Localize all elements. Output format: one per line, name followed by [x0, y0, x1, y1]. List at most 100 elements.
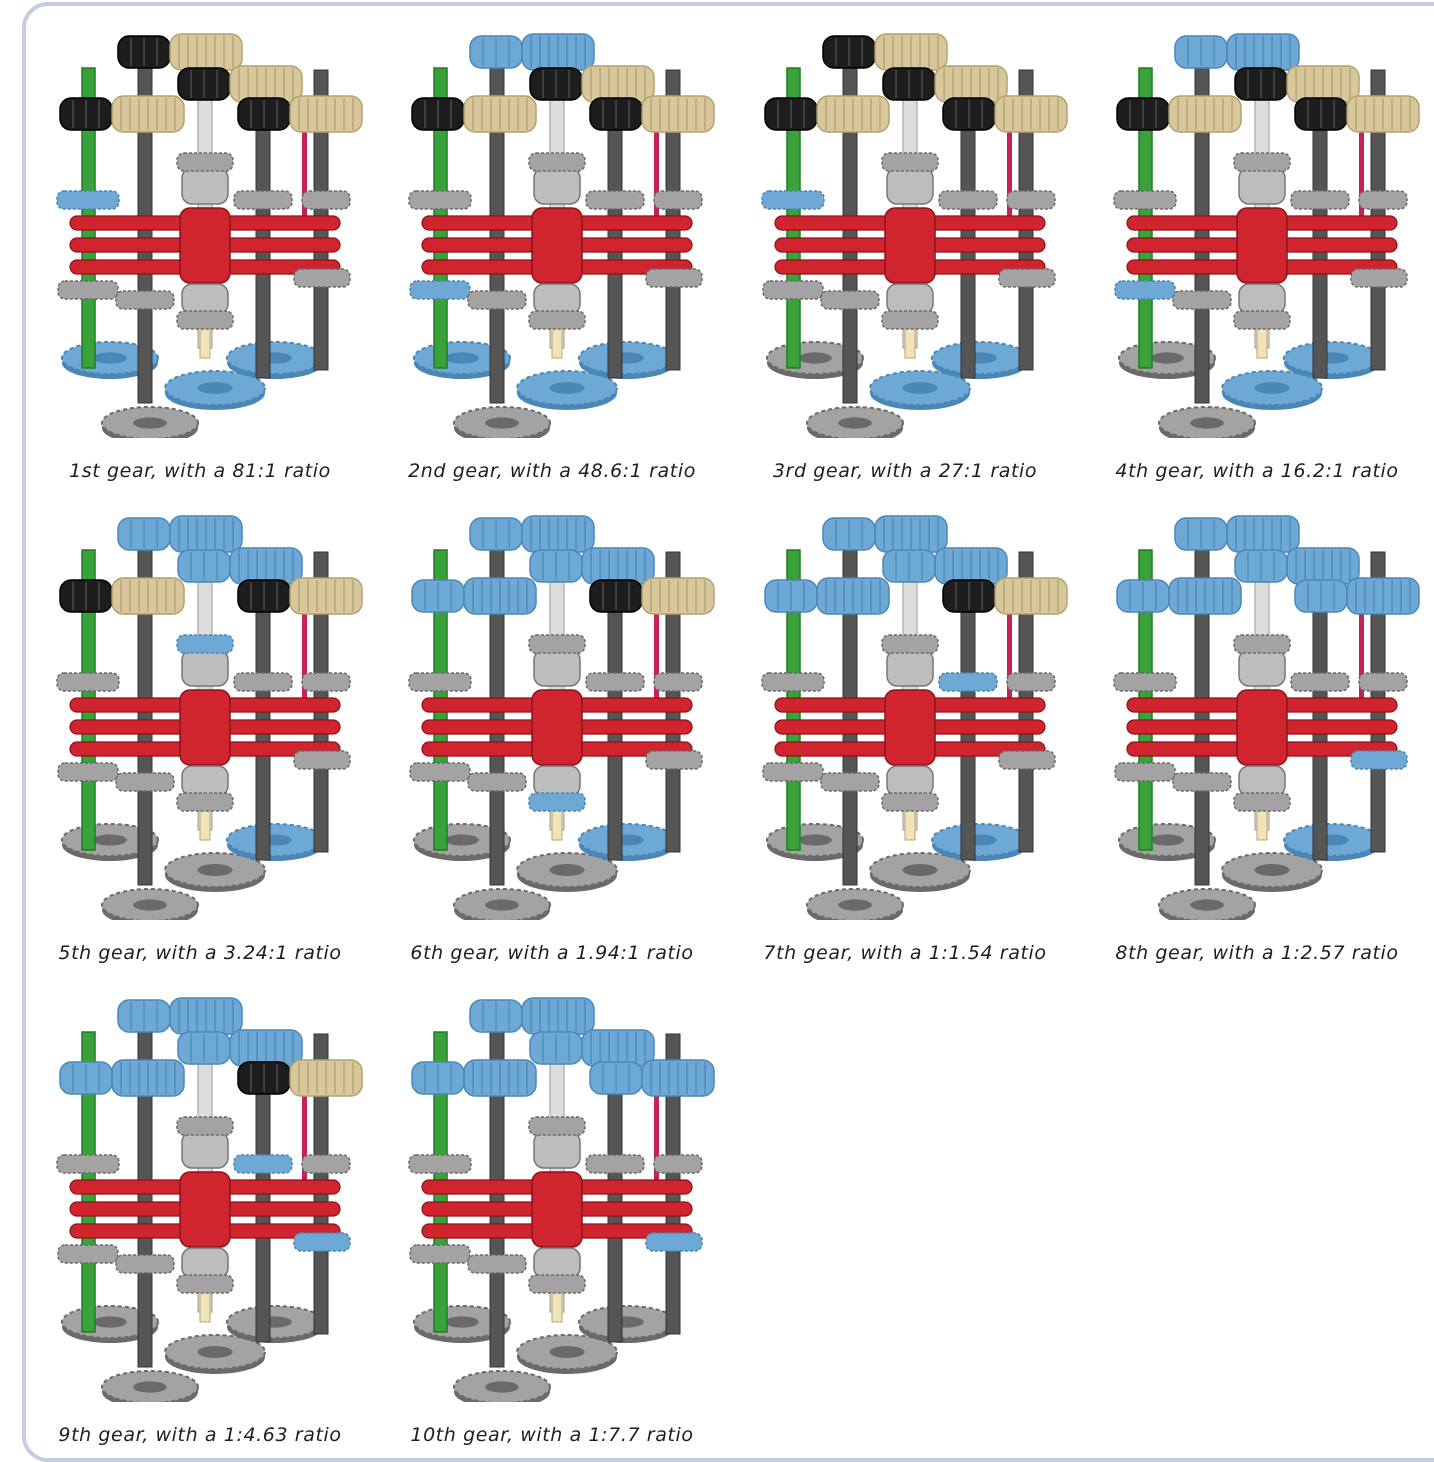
- gear-diagram-2: 2nd gear, with a 48.6:1 ratio: [382, 28, 722, 498]
- mid-gear-1: [1113, 190, 1177, 210]
- low-gear-2: [881, 310, 939, 330]
- low-gear-2: [528, 792, 586, 812]
- center-hub-lower: [181, 283, 229, 315]
- bottom-gear-2: [164, 1334, 266, 1374]
- bottom-gear-3: [578, 341, 676, 379]
- mid-gear-2: [528, 634, 586, 654]
- gearbox-illustration: [761, 515, 1068, 920]
- top-gear-pair-2: [1234, 65, 1360, 103]
- mid-gear-4: [1006, 190, 1056, 210]
- gear-diagram-7: 7th gear, with a 1:1.54 ratio: [735, 510, 1075, 980]
- center-bushing: [199, 809, 211, 841]
- gear-diagram-9: 9th gear, with a 1:4.63 ratio: [30, 992, 370, 1462]
- mid-gear-3: [233, 1154, 293, 1174]
- top-gear-pair-1: [1174, 515, 1300, 553]
- low-gear-3: [1350, 268, 1408, 288]
- mid-gear-4: [653, 190, 703, 210]
- gearbox-illustration: [56, 515, 363, 920]
- low-gear-1: [1114, 280, 1176, 300]
- mid-gear-2: [528, 1116, 586, 1136]
- low-gear-3: [293, 268, 351, 288]
- bottom-gear-3: [226, 1305, 324, 1343]
- top-gear-pair-4: [1294, 577, 1420, 615]
- bottom-gear-2: [1221, 852, 1323, 892]
- low-gear-2: [176, 310, 234, 330]
- gear-diagram-1: 1st gear, with a 81:1 ratio: [30, 28, 370, 498]
- center-hub-lower: [886, 765, 934, 797]
- mid-gear-3: [233, 190, 293, 210]
- bottom-gear-3: [1283, 341, 1381, 379]
- top-gear-pair-3: [59, 95, 185, 133]
- mid-gear-1: [408, 190, 472, 210]
- mid-gear-1: [761, 190, 825, 210]
- top-gear-pair-2: [177, 547, 303, 585]
- center-bushing: [551, 327, 563, 359]
- top-gear-pair-1: [117, 33, 243, 71]
- magenta-axle: [654, 1062, 659, 1182]
- bottom-gear-2: [1221, 370, 1323, 410]
- low-gear-1: [762, 280, 824, 300]
- low-gear-3: [293, 750, 351, 770]
- low-gear-idler: [115, 1254, 175, 1274]
- mid-gear-3: [585, 190, 645, 210]
- mid-gear-1: [408, 1154, 472, 1174]
- low-gear-2: [176, 1274, 234, 1294]
- top-gear-pair-1: [469, 33, 595, 71]
- low-gear-idler: [820, 290, 880, 310]
- center-hub-upper: [181, 167, 229, 205]
- mid-gear-1: [56, 1154, 120, 1174]
- top-gear-pair-2: [529, 1029, 655, 1067]
- red-shift-rings: [1126, 207, 1398, 284]
- center-hub-upper: [181, 649, 229, 687]
- magenta-axle: [302, 580, 307, 700]
- top-gear-pair-2: [882, 65, 1008, 103]
- low-gear-idler: [1172, 772, 1232, 792]
- top-gear-pair-4: [237, 1059, 363, 1097]
- center-hub-upper: [886, 649, 934, 687]
- low-gear-1: [409, 762, 471, 782]
- center-bushing: [199, 327, 211, 359]
- center-hub-upper: [533, 1131, 581, 1169]
- top-gear-pair-4: [1294, 95, 1420, 133]
- gear-caption: 5th gear, with a 3.24:1 ratio: [58, 942, 342, 964]
- center-hub-lower: [1238, 283, 1286, 315]
- top-gear-pair-3: [411, 577, 537, 615]
- magenta-axle: [654, 98, 659, 218]
- center-bushing: [904, 327, 916, 359]
- gear-caption: 3rd gear, with a 27:1 ratio: [772, 460, 1038, 482]
- center-hub-upper: [886, 167, 934, 205]
- gear-diagram-5: 5th gear, with a 3.24:1 ratio: [30, 510, 370, 980]
- low-gear-3: [1350, 750, 1408, 770]
- low-gear-3: [998, 268, 1056, 288]
- top-gear-pair-4: [589, 95, 715, 133]
- center-hub-lower: [886, 283, 934, 315]
- low-gear-idler: [467, 772, 527, 792]
- center-bushing: [1256, 809, 1268, 841]
- bottom-gear-2: [869, 370, 971, 410]
- low-gear-idler: [467, 290, 527, 310]
- top-gear-pair-1: [822, 515, 948, 553]
- bottom-gear-3: [931, 823, 1029, 861]
- bottom-gear-2: [164, 852, 266, 892]
- red-shift-rings: [421, 689, 693, 766]
- low-gear-idler: [115, 290, 175, 310]
- red-shift-rings: [774, 689, 1046, 766]
- top-gear-pair-3: [1116, 577, 1242, 615]
- bottom-gear-2: [516, 370, 618, 410]
- top-gear-pair-3: [59, 577, 185, 615]
- top-gear-pair-1: [117, 997, 243, 1035]
- top-gear-pair-4: [237, 577, 363, 615]
- gear-diagram-3: 3rd gear, with a 27:1 ratio: [735, 28, 1075, 498]
- low-gear-2: [881, 792, 939, 812]
- gear-diagram-4: 4th gear, with a 16.2:1 ratio: [1087, 28, 1427, 498]
- center-hub-upper: [533, 167, 581, 205]
- low-gear-2: [528, 1274, 586, 1294]
- bottom-gear-idler: [1158, 888, 1256, 920]
- gear-caption: 7th gear, with a 1:1.54 ratio: [763, 942, 1047, 964]
- low-gear-3: [645, 268, 703, 288]
- low-gear-3: [645, 1232, 703, 1252]
- low-gear-2: [528, 310, 586, 330]
- top-gear-pair-4: [589, 1059, 715, 1097]
- bottom-gear-3: [226, 823, 324, 861]
- bottom-gear-idler: [101, 406, 199, 438]
